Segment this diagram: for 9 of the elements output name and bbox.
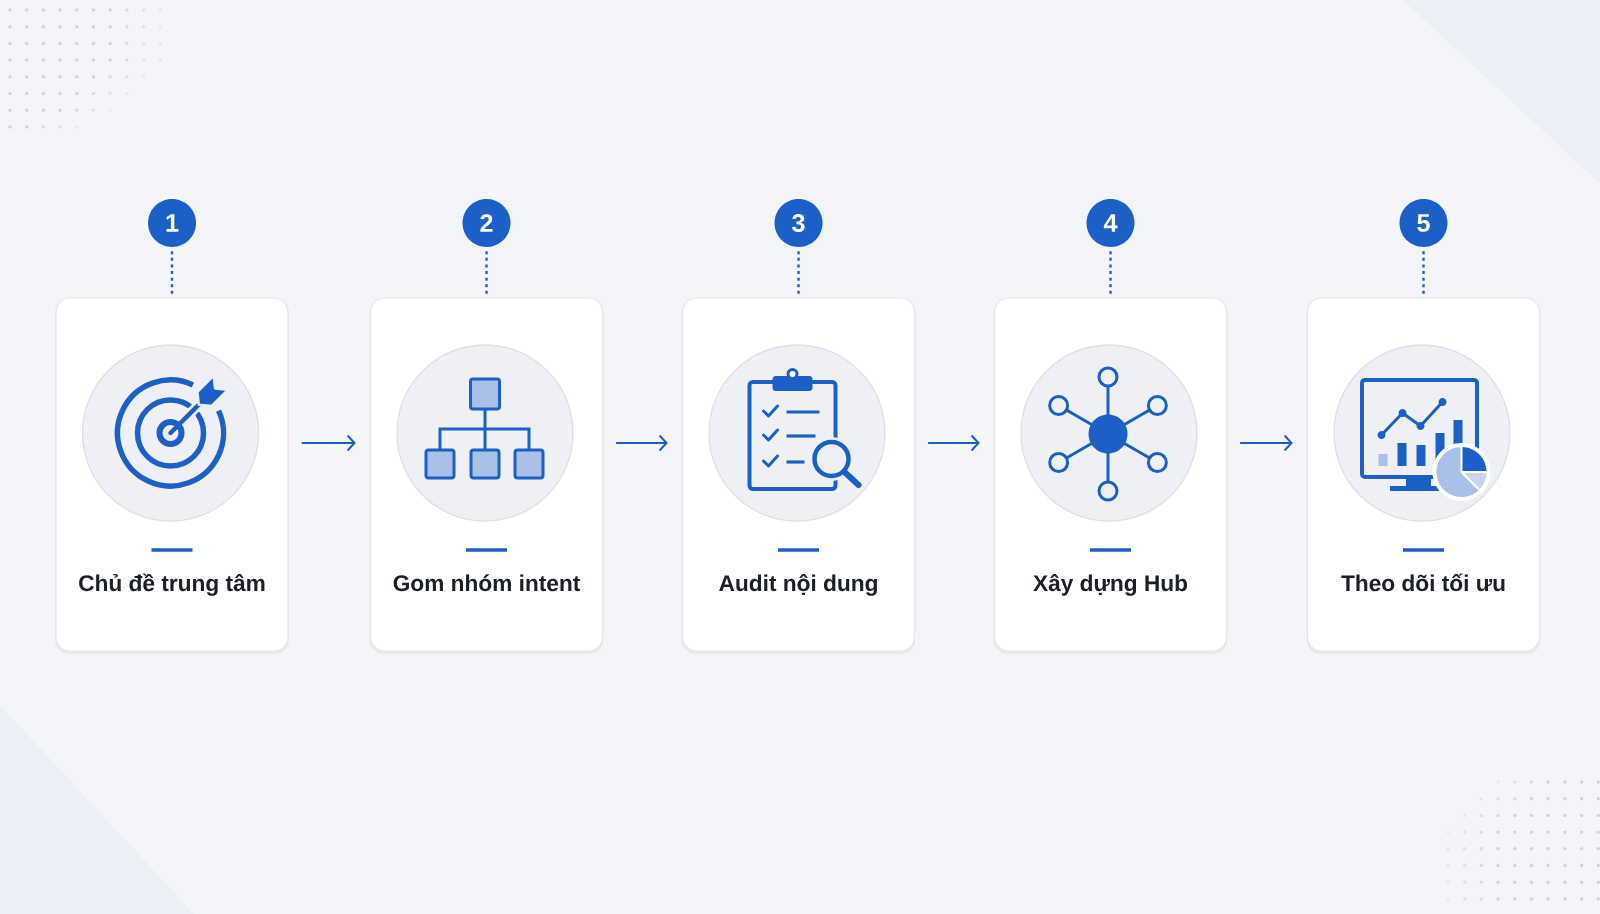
arrow (1239, 434, 1293, 452)
number-badge: 2 (462, 199, 511, 247)
arrow (927, 434, 980, 452)
number-badge: 4 (1086, 199, 1135, 247)
number-badge: 1 (148, 199, 196, 247)
number-badge: 5 (1399, 199, 1448, 247)
arrow (615, 434, 668, 452)
arrow (300, 434, 356, 452)
number-badge: 3 (774, 199, 823, 247)
